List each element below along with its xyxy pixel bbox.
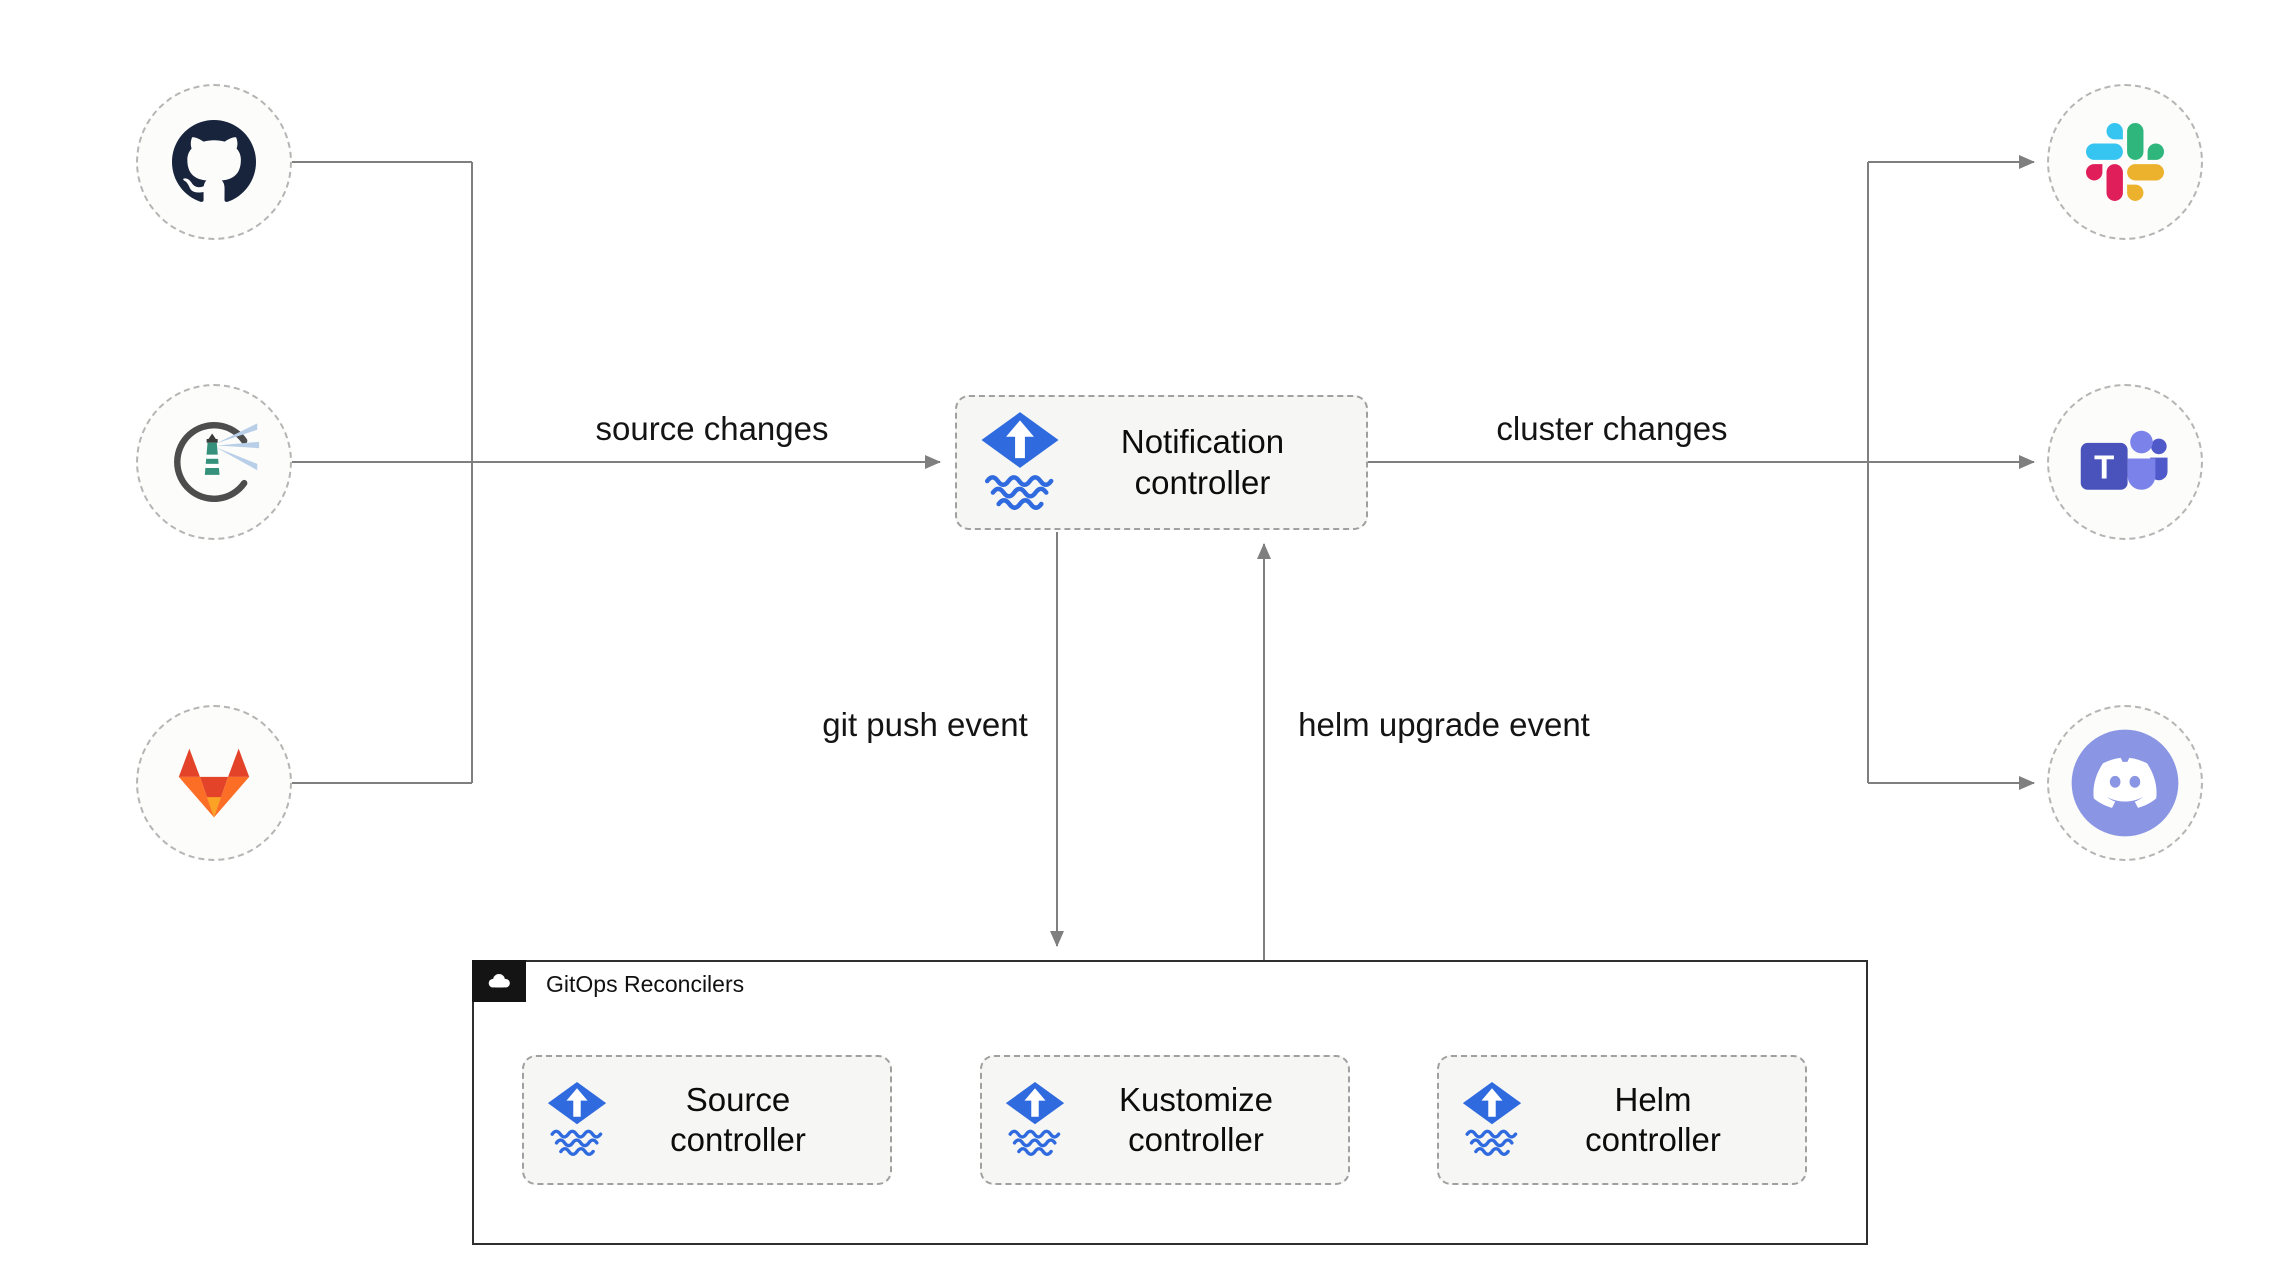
flux-icon	[981, 411, 1059, 510]
notification-controller-label: Notification controller	[1120, 423, 1285, 501]
notification-controller-node: Notification controller	[955, 395, 1368, 530]
source-controller-label: Source controller	[670, 1080, 806, 1158]
gitlab-icon	[178, 748, 250, 818]
slack-node	[2047, 84, 2203, 240]
group-badge	[472, 960, 526, 1002]
flux-icon	[547, 1081, 607, 1156]
harbor-node	[136, 384, 292, 540]
group-label: GitOps Reconcilers	[546, 971, 745, 997]
discord-node	[2047, 705, 2203, 861]
right-trunk-line	[1368, 162, 1869, 783]
svg-text:T: T	[2094, 448, 2114, 485]
github-icon	[172, 120, 256, 202]
harbor-icon	[174, 421, 260, 503]
kustomize-controller-label: Kustomize controller	[1118, 1080, 1274, 1158]
flux-icon	[1462, 1081, 1522, 1156]
cloud-icon	[488, 973, 510, 988]
discord-icon	[2071, 729, 2179, 837]
gitlab-node	[136, 705, 292, 861]
flux-icon	[1005, 1081, 1065, 1156]
source-controller-node: Source controller	[522, 1055, 892, 1185]
edge-label-source-changes: source changes	[595, 410, 829, 447]
slack-icon	[2086, 123, 2164, 201]
helm-controller-label: Helm controller	[1585, 1080, 1721, 1158]
edge-label-cluster-changes: cluster changes	[1496, 410, 1728, 447]
edge-label-helm-upgrade-event: helm upgrade event	[1298, 706, 1590, 743]
edge-label-git-push-event: git push event	[822, 706, 1028, 743]
kustomize-controller-node: Kustomize controller	[980, 1055, 1350, 1185]
helm-controller-node: Helm controller	[1437, 1055, 1807, 1185]
left-trunk-line	[292, 161, 473, 784]
teams-icon: T	[2080, 430, 2168, 490]
github-node	[136, 84, 292, 240]
teams-node: T	[2047, 384, 2203, 540]
